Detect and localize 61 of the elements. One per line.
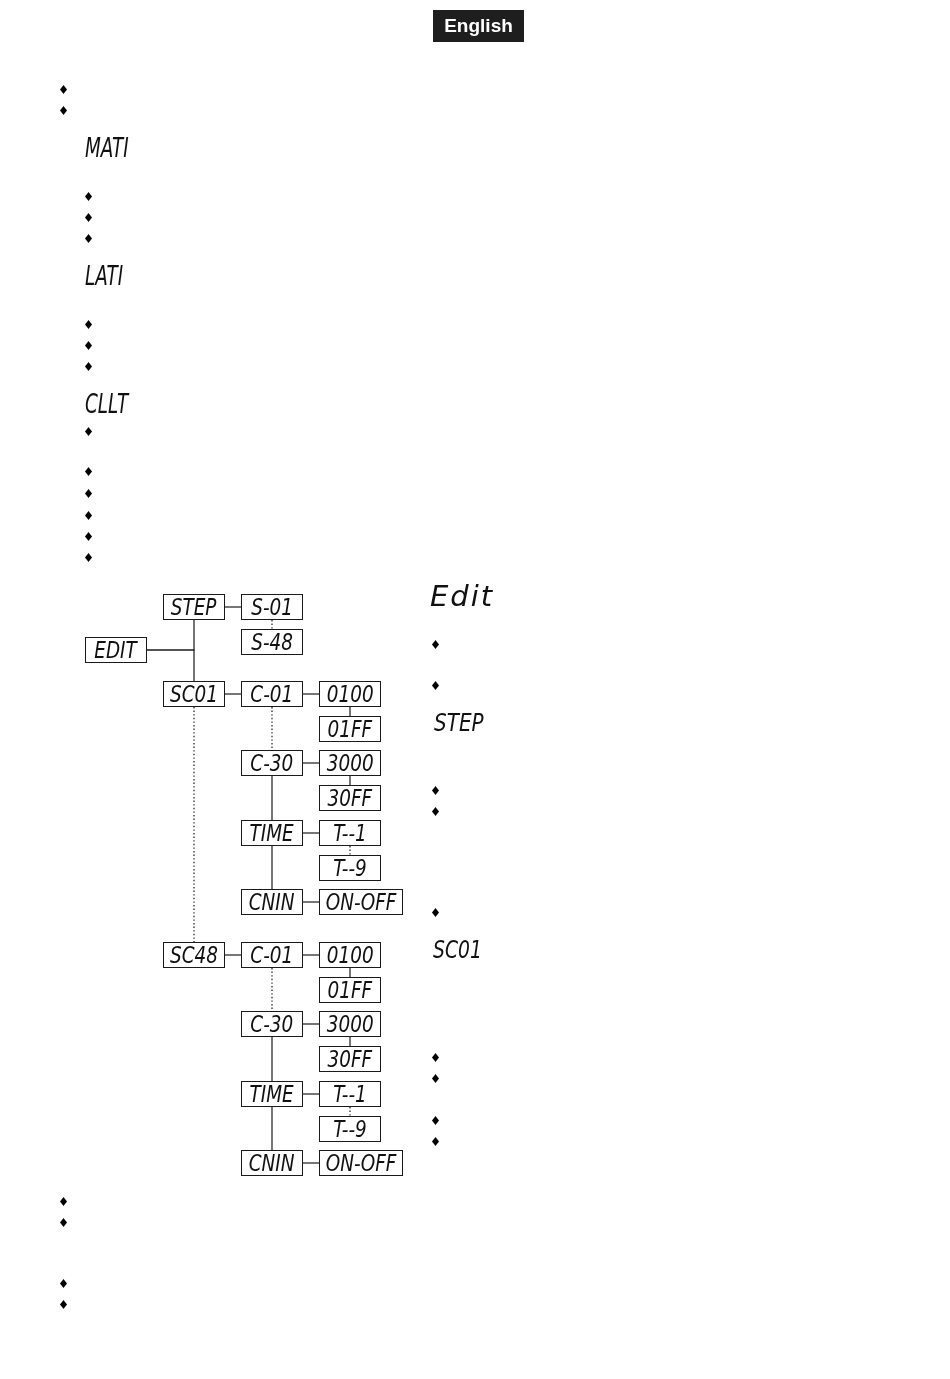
connector-line [271,845,273,890]
dotted-line [193,706,195,943]
menu-box: 3000 [319,1011,381,1037]
menu-box: TIME [241,1081,303,1107]
connector-line [271,775,273,821]
connector-line [302,1023,320,1025]
display-text: SC01 [433,937,482,962]
connector-line [146,649,195,682]
connector-line [224,693,242,695]
menu-box: EDIT [85,637,147,663]
menu-box: C-30 [241,1011,303,1037]
display-text: Edit [430,582,495,611]
connector-line [349,775,351,786]
menu-box: 0100 [319,942,381,968]
menu-box: T--1 [319,820,381,846]
display-text: STEP [434,710,484,735]
connector-line [224,954,242,956]
menu-box: C-30 [241,750,303,776]
connector-line [349,706,351,717]
menu-box: 0100 [319,681,381,707]
menu-box: S-48 [241,629,303,655]
menu-box: SC01 [163,681,225,707]
display-text: CLLT [85,390,129,417]
connector-line [349,1036,351,1047]
dotted-line [349,1106,351,1117]
dotted-line [271,619,273,630]
connector-line [302,693,320,695]
language-tab: English [433,10,524,42]
display-text: LATI [85,262,124,289]
menu-box: 3000 [319,750,381,776]
menu-box: C-01 [241,942,303,968]
connector-line [271,1036,273,1082]
menu-box: T--9 [319,1116,381,1142]
menu-box: T--9 [319,855,381,881]
dotted-line [349,845,351,856]
dotted-line [271,967,273,1012]
menu-box: S-01 [241,594,303,620]
connector-line [302,832,320,834]
connector-line [224,606,242,608]
menu-box: SC48 [163,942,225,968]
menu-box: CNIN [241,1150,303,1176]
connector-line [302,954,320,956]
menu-box: 01FF [319,716,381,742]
menu-box: T--1 [319,1081,381,1107]
menu-box: TIME [241,820,303,846]
menu-box: STEP [163,594,225,620]
connector-line [349,967,351,978]
display-text: MATI [85,134,129,161]
menu-box: 01FF [319,977,381,1003]
connector-line [302,762,320,764]
connector-line [302,1162,320,1164]
menu-box: CNIN [241,889,303,915]
menu-box: C-01 [241,681,303,707]
connector-line [302,901,320,903]
menu-box: ON-OFF [319,1150,403,1176]
menu-box: 30FF [319,1046,381,1072]
menu-box: 30FF [319,785,381,811]
connector-line [271,1106,273,1151]
connector-line [302,1093,320,1095]
menu-box: ON-OFF [319,889,403,915]
dotted-line [271,706,273,751]
